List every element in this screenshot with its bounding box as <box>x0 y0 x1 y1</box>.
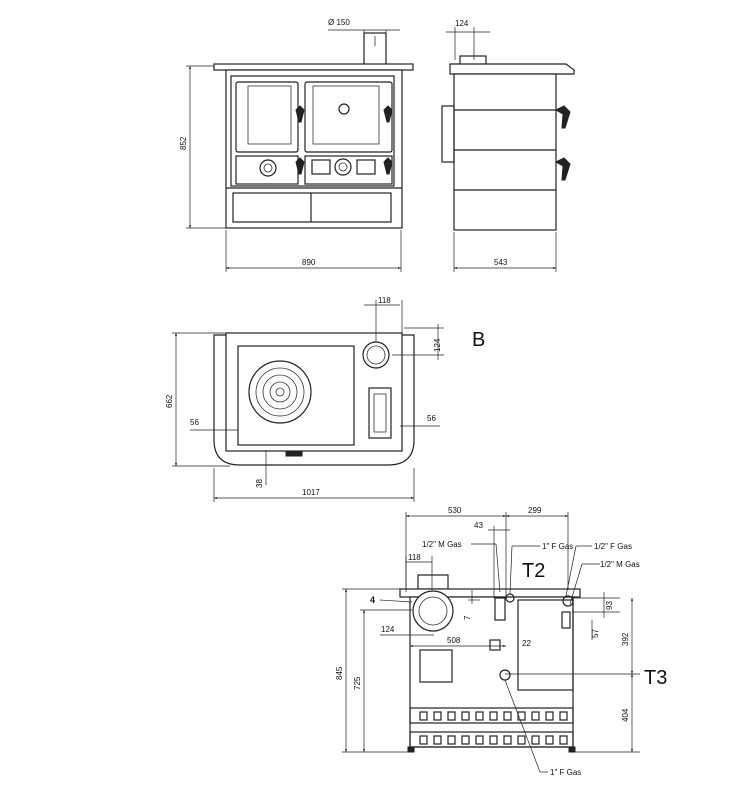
front-handle-right2 <box>383 157 393 175</box>
rear-dim-22: 22 <box>522 639 531 648</box>
side-depth-dimension: 543 <box>494 258 508 267</box>
side-back-panel <box>441 105 455 163</box>
top-width-dimension: 1017 <box>302 488 320 497</box>
rear-dim-404: 404 <box>621 708 630 722</box>
front-view: Ø 150 852 890 <box>179 18 414 272</box>
rear-height-725: 725 <box>353 676 362 690</box>
rear-label-t2: T2 <box>522 560 545 582</box>
front-right-door <box>304 81 393 153</box>
side-body <box>453 73 557 231</box>
rear-vents <box>419 711 568 745</box>
rear-gas-half-m-right: 1/2" M Gas <box>600 560 640 569</box>
rear-dim-118: 118 <box>408 553 421 562</box>
rear-dim-43: 43 <box>474 521 483 530</box>
top-flue-y-dimension: 124 <box>433 338 442 352</box>
front-control-box <box>311 159 331 175</box>
rear-dim-392: 392 <box>621 632 630 646</box>
side-view: 124 543 <box>441 19 575 272</box>
rear-dim-530: 530 <box>448 506 462 515</box>
rear-label-t3: T3 <box>644 667 667 689</box>
rear-dim-93: 93 <box>605 601 614 610</box>
front-handle-left <box>295 105 305 123</box>
top-front-knob <box>285 450 303 457</box>
front-body <box>225 69 403 229</box>
rear-panel-right <box>517 599 574 691</box>
front-width-dimension: 890 <box>302 258 316 267</box>
rear-dim-124: 124 <box>381 625 395 634</box>
rear-height-845: 845 <box>335 666 344 680</box>
rear-inlet-t2 <box>494 597 506 621</box>
top-hotplate-area <box>237 345 355 446</box>
top-front-offset: 38 <box>255 479 264 488</box>
side-handle-top <box>554 105 571 129</box>
rear-dim-299: 299 <box>528 506 542 515</box>
rear-vent-row-top <box>409 707 574 724</box>
rear-label-4: 4 <box>370 595 375 605</box>
rear-view: 530 299 43 1/2" M Gas 1" F Gas T2 1/2" F… <box>335 506 667 777</box>
rear-dim-57: 57 <box>591 629 600 638</box>
front-top-plate <box>213 63 414 71</box>
top-hotplate-ring <box>248 360 312 424</box>
rear-flue-top <box>417 574 449 590</box>
front-thermometer <box>338 103 350 115</box>
front-flue-dimension: Ø 150 <box>328 18 350 27</box>
front-height-dimension: 852 <box>179 136 188 150</box>
side-handle-bottom <box>554 157 571 181</box>
top-flue-x-dimension: 118 <box>378 296 391 305</box>
top-right-offset: 56 <box>427 414 436 423</box>
top-left-offset: 56 <box>190 418 199 427</box>
top-grate-slot <box>368 387 392 439</box>
rear-gas-half-m-left: 1/2" M Gas <box>422 540 462 549</box>
rear-dim-7: 7 <box>463 615 472 620</box>
front-drawer <box>232 192 392 223</box>
front-handle-right <box>383 105 393 123</box>
view-label-b: B <box>472 329 485 351</box>
rear-gas-half-f: 1/2" F Gas <box>594 542 632 551</box>
rear-gas-1f-bottom: 1" F Gas <box>550 768 581 777</box>
rear-dim-508: 508 <box>447 636 461 645</box>
side-flue-offset-dimension: 124 <box>455 19 469 28</box>
rear-panel-left <box>419 649 453 683</box>
rear-gas-1f-top: 1" F Gas <box>542 542 573 551</box>
top-view: 662 56 56 118 124 38 1017 B <box>165 296 485 502</box>
top-depth-dimension: 662 <box>165 394 174 408</box>
side-top-plate <box>449 63 575 75</box>
front-firebox-door <box>235 155 299 185</box>
rear-vent-row-bottom <box>409 731 574 748</box>
